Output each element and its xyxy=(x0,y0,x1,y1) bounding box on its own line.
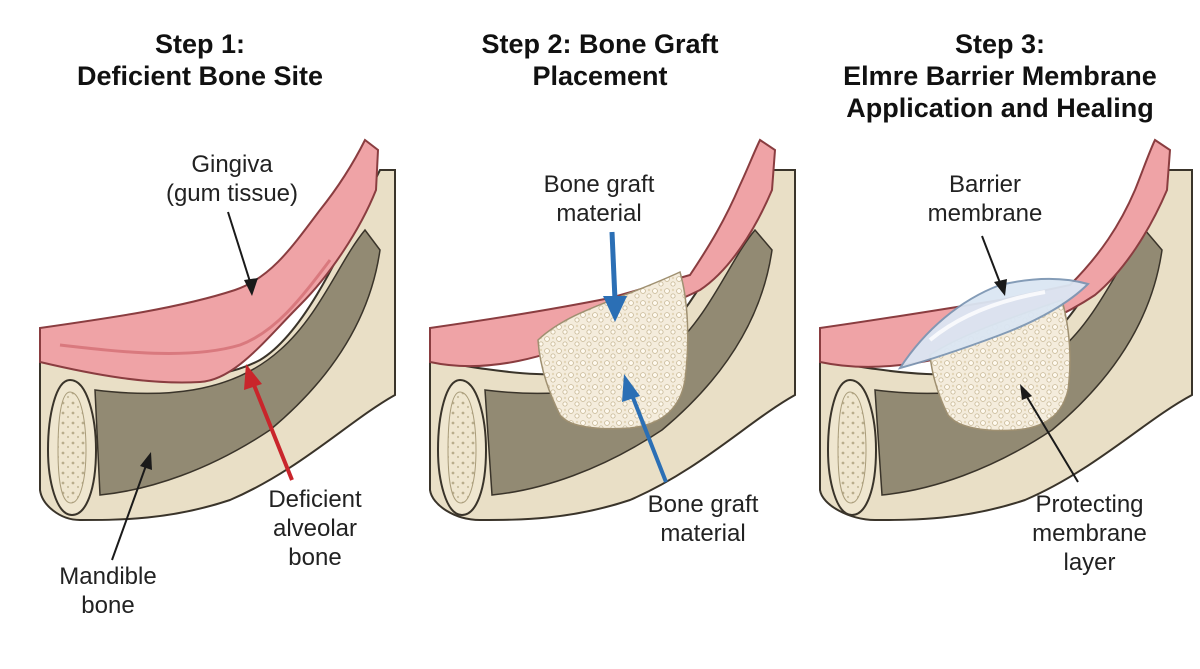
label-deficient-alveolar-bone: Deficient alveolar bone xyxy=(268,486,362,571)
gingiva-arrow xyxy=(227,211,253,289)
label-bone-graft-material-top: Bone graft material xyxy=(543,171,655,227)
label-barrier-membrane: Barrier membrane xyxy=(927,171,1043,227)
panel-3-title: Step 3: Elmre Barrier Membrane Applicati… xyxy=(843,29,1157,123)
graft-arrow-top xyxy=(609,231,618,301)
bone-graft-placement-illustration xyxy=(429,138,796,522)
panel-step-3: Step 3: Elmre Barrier Membrane Applicati… xyxy=(800,0,1200,669)
deficient-bone-site-illustration xyxy=(39,138,396,561)
mandible-cancellous-bone xyxy=(94,228,381,496)
label-gingiva: Gingiva (gum tissue) xyxy=(165,151,299,207)
label-mandible-bone: Mandible bone xyxy=(59,563,157,619)
panel-step-1: Step 1: Deficient Bone Site Gingiva (gum… xyxy=(0,0,400,669)
mandible-arrow xyxy=(111,459,149,561)
barrier-membrane xyxy=(897,277,1090,370)
panel-1-title: Step 1: Deficient Bone Site xyxy=(76,29,324,91)
panel-step-2: Step 2: Bone Graft Placement Bone graft … xyxy=(400,0,800,669)
label-protecting-membrane-layer: Protecting membrane layer xyxy=(1032,491,1147,576)
barrier-membrane-illustration xyxy=(819,138,1193,522)
graft-arrow-bottom xyxy=(628,389,668,483)
deficient-bone-arrow xyxy=(250,379,294,481)
protecting-layer-arrow xyxy=(1023,391,1079,483)
gingiva-tissue xyxy=(39,138,380,384)
membrane-arrow xyxy=(981,235,1003,289)
label-bone-graft-material-bottom: Bone graft material xyxy=(647,491,759,547)
bone-graft-mass xyxy=(537,270,689,430)
panel-2-title: Step 2: Bone Graft Placement xyxy=(481,29,719,91)
